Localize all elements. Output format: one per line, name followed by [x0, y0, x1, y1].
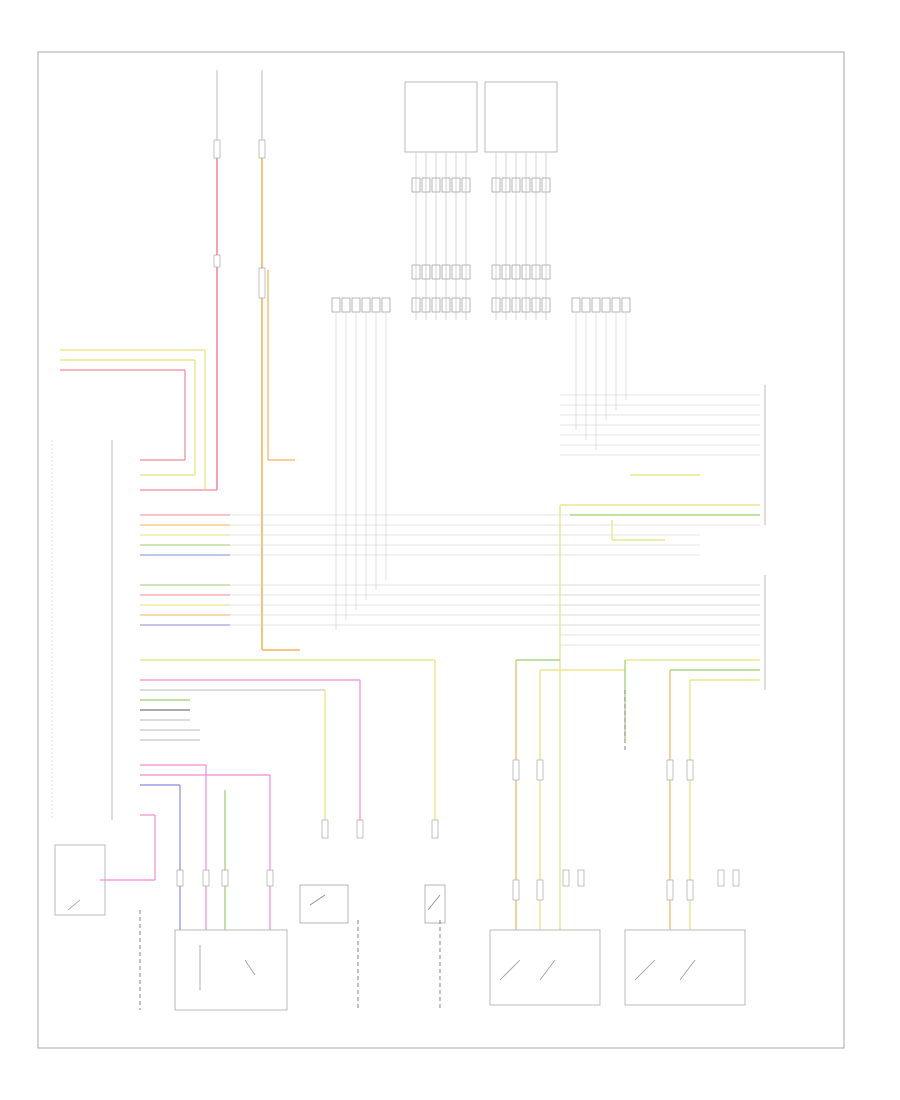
rear-door-module	[624, 929, 746, 1006]
inline-connectors	[176, 139, 740, 901]
right-speaker	[484, 81, 558, 320]
input-lines-top-left	[60, 349, 206, 490]
power-feed-right	[261, 70, 300, 651]
left-speaker	[404, 81, 478, 320]
diagram-border	[37, 51, 845, 1049]
door-handle-switch-front	[299, 884, 349, 924]
main-harness-connector	[51, 440, 113, 820]
connector-row-top	[411, 177, 551, 193]
door-lock-switch	[174, 929, 288, 1011]
harness-verticals	[335, 312, 627, 630]
door-handle-switch-rear	[424, 884, 446, 924]
right-connector-top	[560, 385, 766, 525]
memory-seat-switch	[54, 844, 106, 916]
front-door-module	[489, 929, 601, 1006]
power-feed-left	[140, 70, 218, 491]
harness-rows-group-1	[140, 514, 760, 556]
wire-yellow-long	[140, 474, 760, 930]
connector-row-mid	[331, 264, 631, 313]
right-connector-bottom	[560, 575, 766, 690]
harness-rows-group-3	[100, 679, 361, 930]
ground-wires	[139, 690, 626, 1010]
